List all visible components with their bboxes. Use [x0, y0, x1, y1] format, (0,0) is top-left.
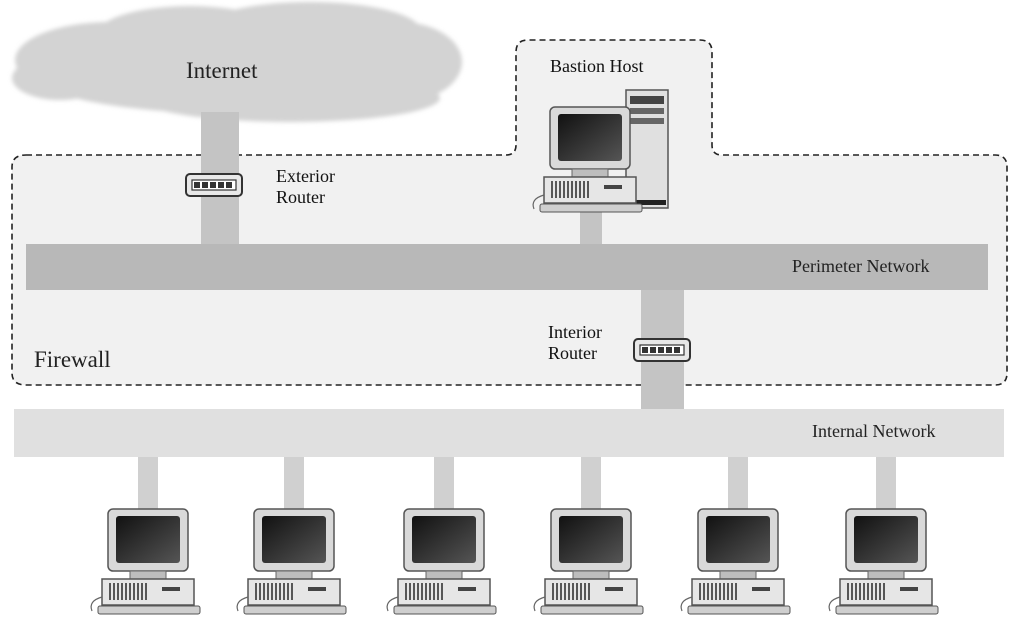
workstation-icon: [386, 508, 497, 615]
internet-cloud: [12, 2, 462, 122]
internet-label: Internet: [186, 58, 258, 83]
firewall-boundary: [11, 39, 1008, 386]
internal-host-links: [138, 457, 896, 509]
interior-router-icon: [633, 338, 691, 362]
internal-network-bar: [14, 409, 1004, 457]
exterior-router-label-line2: Router: [276, 186, 325, 207]
exterior-router-label: Exterior Router: [276, 166, 335, 207]
bastion-host-icon: [532, 89, 669, 213]
exterior-router-label-line1: Exterior: [276, 166, 335, 186]
perimeter-network-label: Perimeter Network: [792, 256, 930, 276]
workstation-icon: [828, 508, 939, 615]
interior-router-label-line2: Router: [548, 342, 597, 363]
internal-network-label: Internal Network: [812, 421, 936, 441]
workstation-icon: [90, 508, 201, 615]
bastion-link: [580, 212, 602, 248]
interior-router-label: Interior Router: [548, 322, 602, 363]
perimeter-network-bar: [26, 244, 988, 290]
bastion-host-label: Bastion Host: [550, 56, 644, 76]
exterior-router-icon: [185, 173, 243, 197]
interior-router-label-line1: Interior: [548, 322, 602, 342]
workstation-icon: [533, 508, 644, 615]
workstation-icon: [680, 508, 791, 615]
firewall-label: Firewall: [34, 347, 111, 372]
workstation-icon: [236, 508, 347, 615]
